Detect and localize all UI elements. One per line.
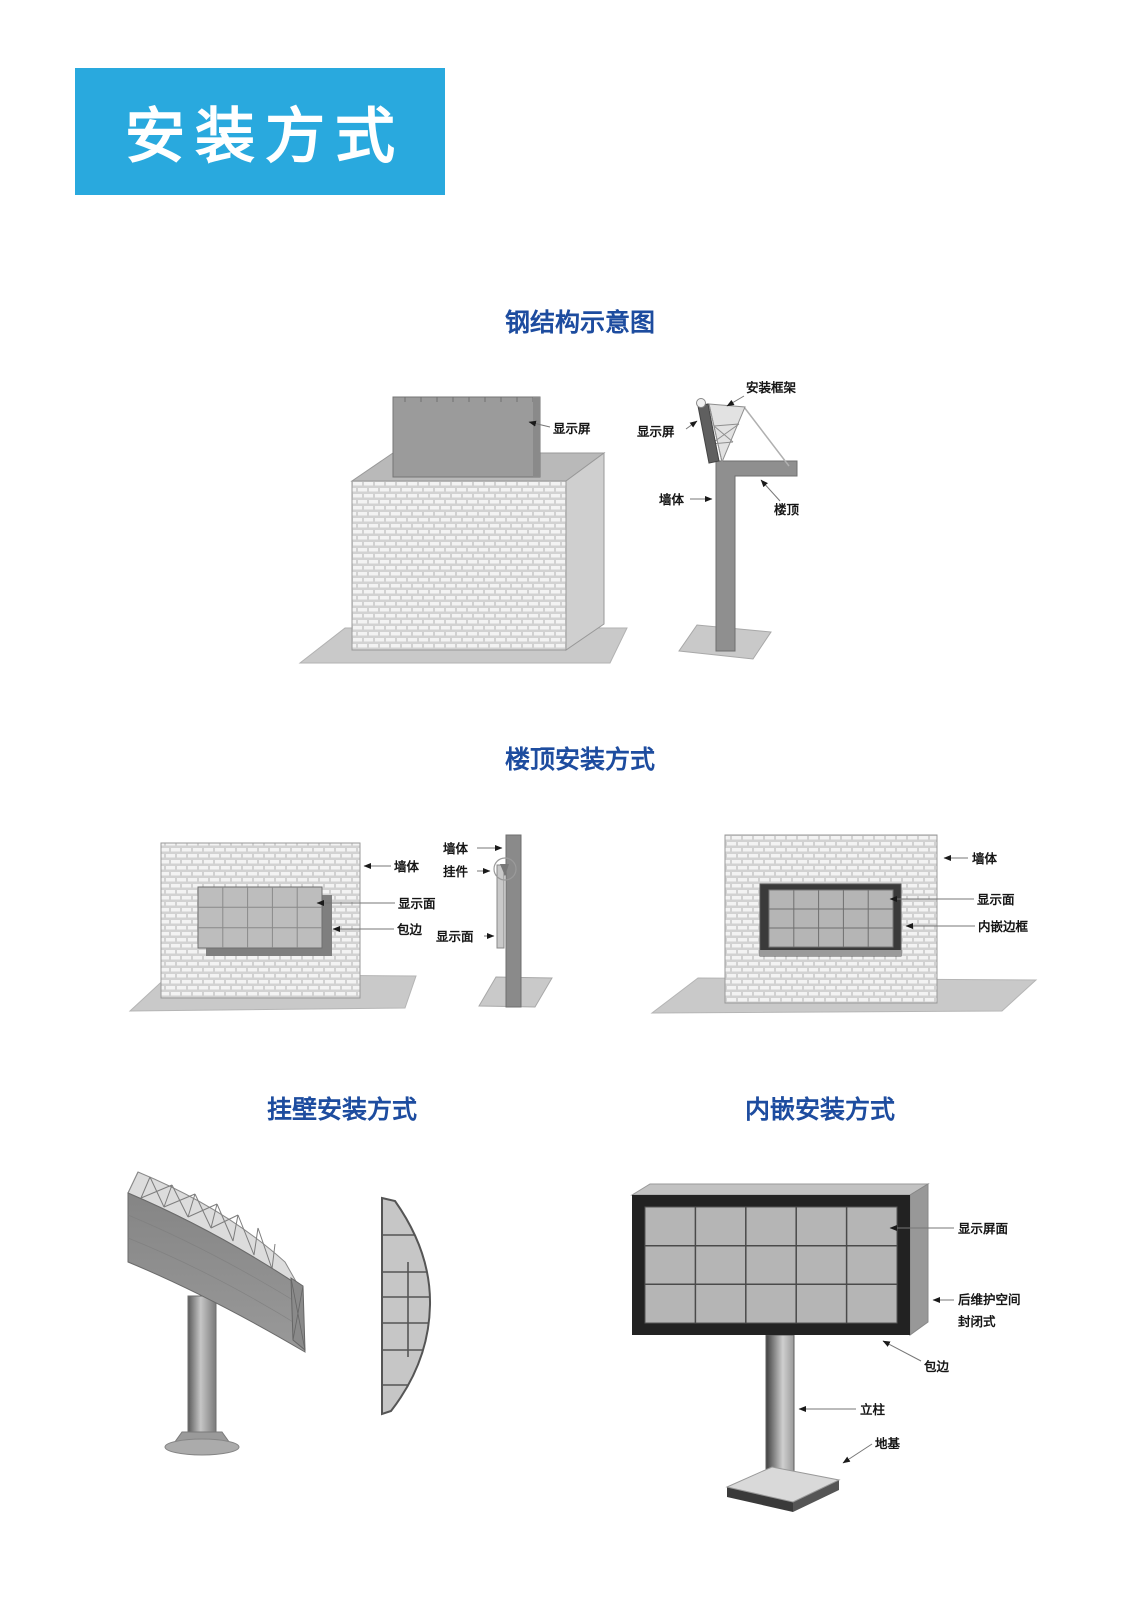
hanger-callout-circle (493, 857, 517, 881)
label-display-face: 显示屏面 (958, 1222, 1009, 1236)
curved-panel-section-view (381, 1196, 432, 1416)
label-rear-maintenance-2: 封闭式 (958, 1314, 996, 1329)
foundation-right-edge (793, 1480, 839, 1512)
brick-wall (351, 480, 567, 651)
wall-column (505, 834, 522, 1008)
label-inset-frame: 内嵌边框 (978, 919, 1029, 934)
display-face (197, 886, 323, 949)
wall-mount-diagram (127, 1171, 306, 1456)
wall-and-roof-beam (715, 460, 798, 652)
cabinet-side-face (909, 1183, 929, 1336)
curved-face-texture (127, 1214, 304, 1329)
label-wall: 墙体 (659, 492, 685, 507)
rooftop-side-view: 墙体 挂件 显示面 (436, 834, 553, 1008)
building-front-view: 显示屏 (298, 396, 628, 664)
label-display-screen-side: 显示屏 (637, 425, 675, 439)
display-grid (769, 890, 893, 947)
pivot-joint (696, 398, 706, 408)
label-rear-maintenance-1: 后维护空间 (958, 1292, 1021, 1307)
label-display-face: 显示面 (436, 930, 474, 944)
label-edge-trim: 包边 (923, 1359, 950, 1374)
label-display-face: 显示面 (977, 893, 1015, 907)
label-wall: 墙体 (972, 851, 998, 866)
building-side-face (565, 452, 605, 651)
rooftop-front-view: 墙体 显示面 包边 (128, 842, 436, 1012)
support-pillar (765, 1334, 795, 1486)
page-header: 安装方式 (75, 68, 445, 195)
label-wall: 墙体 (394, 859, 420, 874)
page-title: 安装方式 (125, 103, 405, 170)
label-mounting-frame: 安装框架 (746, 380, 797, 395)
section-title-rooftop: 楼顶安装方式 (504, 746, 656, 774)
foundation-top (725, 1466, 841, 1503)
lens-profile (381, 1196, 432, 1416)
inset-frame-bottom (760, 950, 901, 956)
lens-grid (382, 1234, 431, 1386)
label-pillar: 立柱 (860, 1402, 886, 1417)
label-hanger: 挂件 (443, 864, 469, 879)
display-grid (198, 887, 322, 948)
truss-braces (140, 1176, 276, 1270)
section-title-embedded: 内嵌安装方式 (744, 1096, 896, 1124)
label-display-face: 显示面 (398, 897, 436, 911)
rooftop-inset-view: 墙体 显示面 内嵌边框 (650, 834, 1038, 1014)
support-cable (743, 406, 790, 467)
cabinet-top-face (630, 1183, 930, 1196)
label-wall: 墙体 (443, 841, 469, 856)
embedded-installation-diagram: 显示屏面 后维护空间 封闭式 包边 立柱 地基 (630, 1183, 1021, 1512)
truss-left-edge (127, 1171, 139, 1194)
foundation-front-edge (727, 1487, 793, 1512)
base-plate (164, 1438, 240, 1456)
section-title-steel-structure: 钢结构示意图 (504, 309, 656, 337)
steel-structure-diagram: 显示屏 安装框架 显示屏 墙体 楼顶 (298, 380, 800, 664)
end-cap-braces (290, 1277, 306, 1351)
label-roof: 楼顶 (774, 502, 800, 517)
curved-display-face (127, 1192, 306, 1353)
screen-right-edge (533, 397, 540, 477)
display-face (768, 889, 894, 948)
rooftop-installation-diagram: 墙体 显示面 包边 墙体 挂件 显示面 (128, 834, 1038, 1014)
rooftop-structure-side-view: 安装框架 显示屏 墙体 楼顶 (637, 380, 800, 660)
display-screen (392, 396, 541, 478)
support-pole (187, 1295, 217, 1438)
display-grid (645, 1207, 897, 1323)
label-edge-trim: 包边 (396, 922, 423, 937)
label-foundation: 地基 (875, 1436, 901, 1451)
section-title-wall-mount: 挂壁安装方式 (266, 1096, 418, 1124)
truss-braces (708, 403, 740, 463)
hanger-bracket (500, 864, 509, 876)
label-display-screen: 显示屏 (553, 422, 591, 436)
display-face (644, 1206, 898, 1324)
